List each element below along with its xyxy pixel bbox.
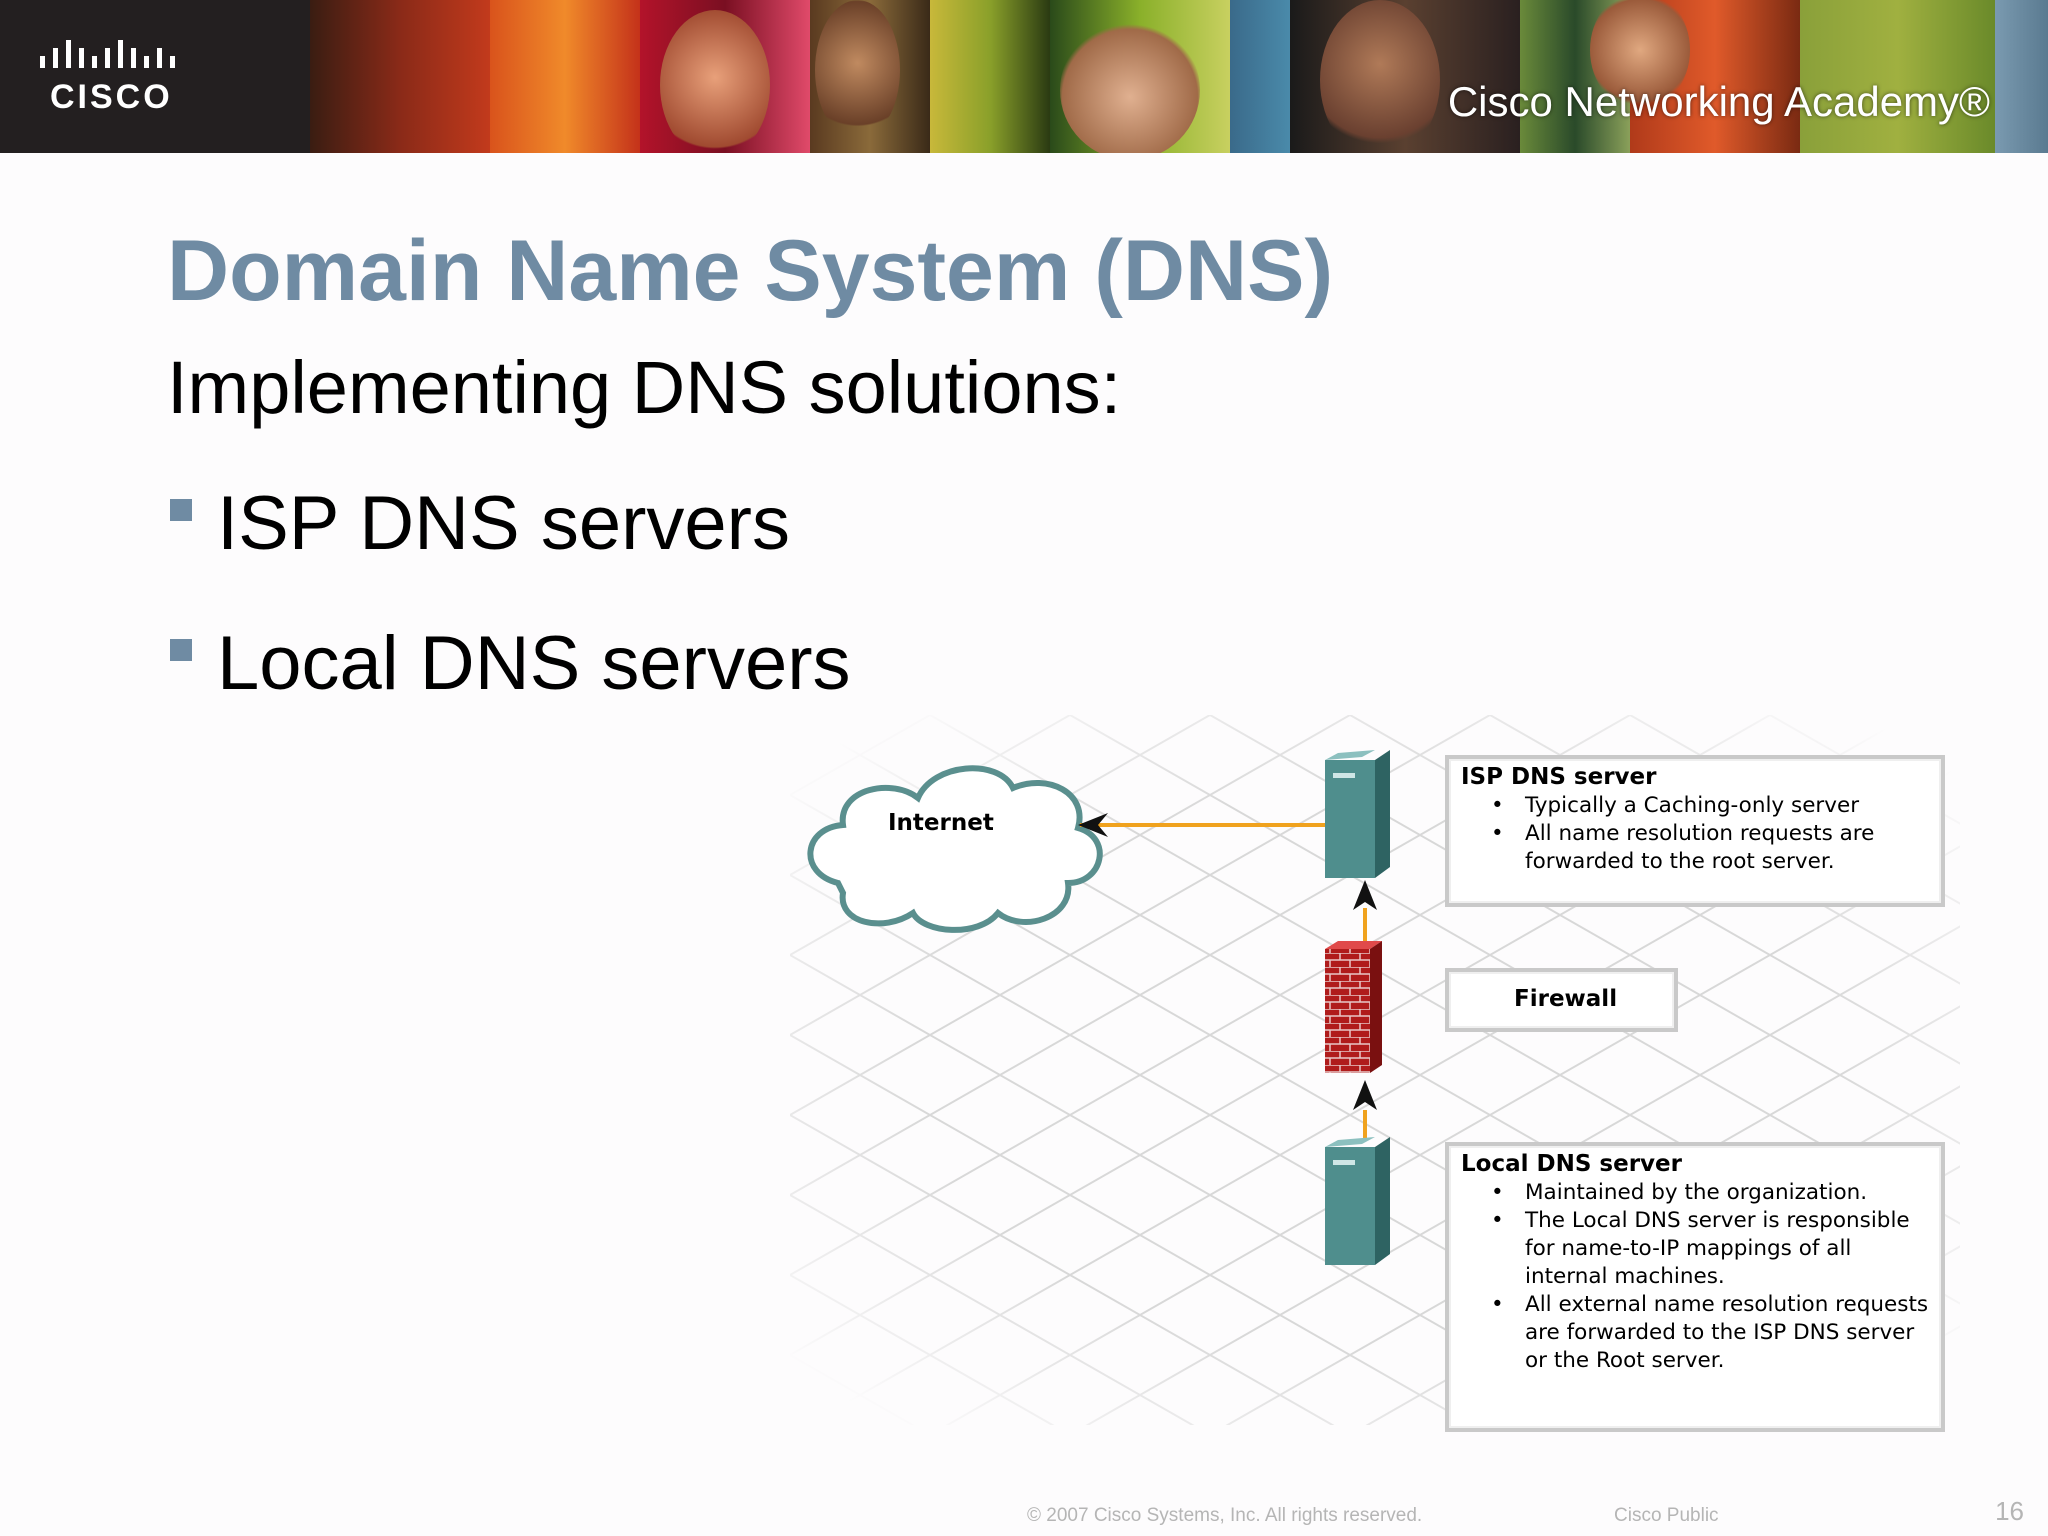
local-server-icon xyxy=(1325,1137,1390,1265)
academy-brand-text: Cisco Networking Academy® xyxy=(1447,78,1990,125)
slide-title: Domain Name System (DNS) xyxy=(167,223,1334,319)
dns-diagram: Internet ISP DNS server Typically a Cach… xyxy=(790,715,1960,1432)
banner-face xyxy=(660,10,770,153)
banner-face xyxy=(815,0,900,140)
copyright-text: © 2007 Cisco Systems, Inc. All rights re… xyxy=(1027,1505,1423,1526)
list-item: All name resolution requests are xyxy=(1491,820,1874,848)
isp-dns-title: ISP DNS server xyxy=(1461,764,1657,790)
bullet-item: ISP DNS servers xyxy=(170,480,790,567)
list-item: All external name resolution requests xyxy=(1491,1291,1928,1319)
banner-photo-strip xyxy=(1800,0,1995,153)
list-item: The Local DNS server is responsible xyxy=(1491,1207,1928,1235)
list-item: forwarded to the root server. xyxy=(1525,849,1835,874)
bullet-square-icon xyxy=(170,638,192,661)
cisco-bars-icon xyxy=(40,40,175,68)
local-dns-info-box: Local DNS server Maintained by the organ… xyxy=(1445,1142,1945,1432)
cisco-logo: CISCO xyxy=(0,0,310,153)
isp-server-icon xyxy=(1325,750,1390,878)
list-item: Maintained by the organization. xyxy=(1491,1179,1928,1207)
list-item: are forwarded to the ISP DNS server xyxy=(1525,1320,1915,1345)
banner-photo-strip xyxy=(310,0,490,153)
firewall-label-box: Firewall xyxy=(1445,968,1678,1032)
cisco-logo-text: CISCO xyxy=(50,78,173,116)
internet-label: Internet xyxy=(888,810,994,836)
firewall-label: Firewall xyxy=(1514,986,1618,1012)
banner-face xyxy=(1060,20,1200,153)
banner-photo-strip xyxy=(1230,0,1290,153)
arrow-left-icon xyxy=(1078,813,1108,837)
isp-dns-info-box: ISP DNS server Typically a Caching-only … xyxy=(1445,755,1945,907)
classification-text: Cisco Public xyxy=(1614,1505,1719,1526)
banner-photo-strip xyxy=(1995,0,2048,153)
arrow-up-icon xyxy=(1353,1080,1377,1110)
list-item: for name-to-IP mappings of all xyxy=(1525,1236,1852,1261)
list-item: Typically a Caching-only server xyxy=(1491,792,1874,820)
banner-photo-strip xyxy=(490,0,640,153)
isp-dns-list: Typically a Caching-only server All name… xyxy=(1491,792,1874,876)
local-dns-title: Local DNS server xyxy=(1461,1151,1682,1177)
banner-photo-strip xyxy=(930,0,1050,153)
bullet-item: Local DNS servers xyxy=(170,620,851,707)
banner-face xyxy=(1320,0,1440,153)
bullet-text: ISP DNS servers xyxy=(217,481,790,566)
bullet-square-icon xyxy=(170,498,192,521)
list-item: internal machines. xyxy=(1525,1264,1725,1289)
internet-cloud-icon xyxy=(807,765,1103,933)
banner-face xyxy=(1590,0,1690,110)
page-number: 16 xyxy=(1995,1496,2024,1526)
header-banner: CISCO Cisco Networking Academy® xyxy=(0,0,2048,153)
local-dns-list: Maintained by the organization. The Loca… xyxy=(1491,1179,1928,1375)
list-item: or the Root server. xyxy=(1525,1348,1725,1373)
slide-subtitle: Implementing DNS solutions: xyxy=(167,346,1122,429)
firewall-icon xyxy=(1325,941,1382,1073)
arrow-up-icon xyxy=(1353,880,1377,910)
bullet-text: Local DNS servers xyxy=(217,621,851,706)
